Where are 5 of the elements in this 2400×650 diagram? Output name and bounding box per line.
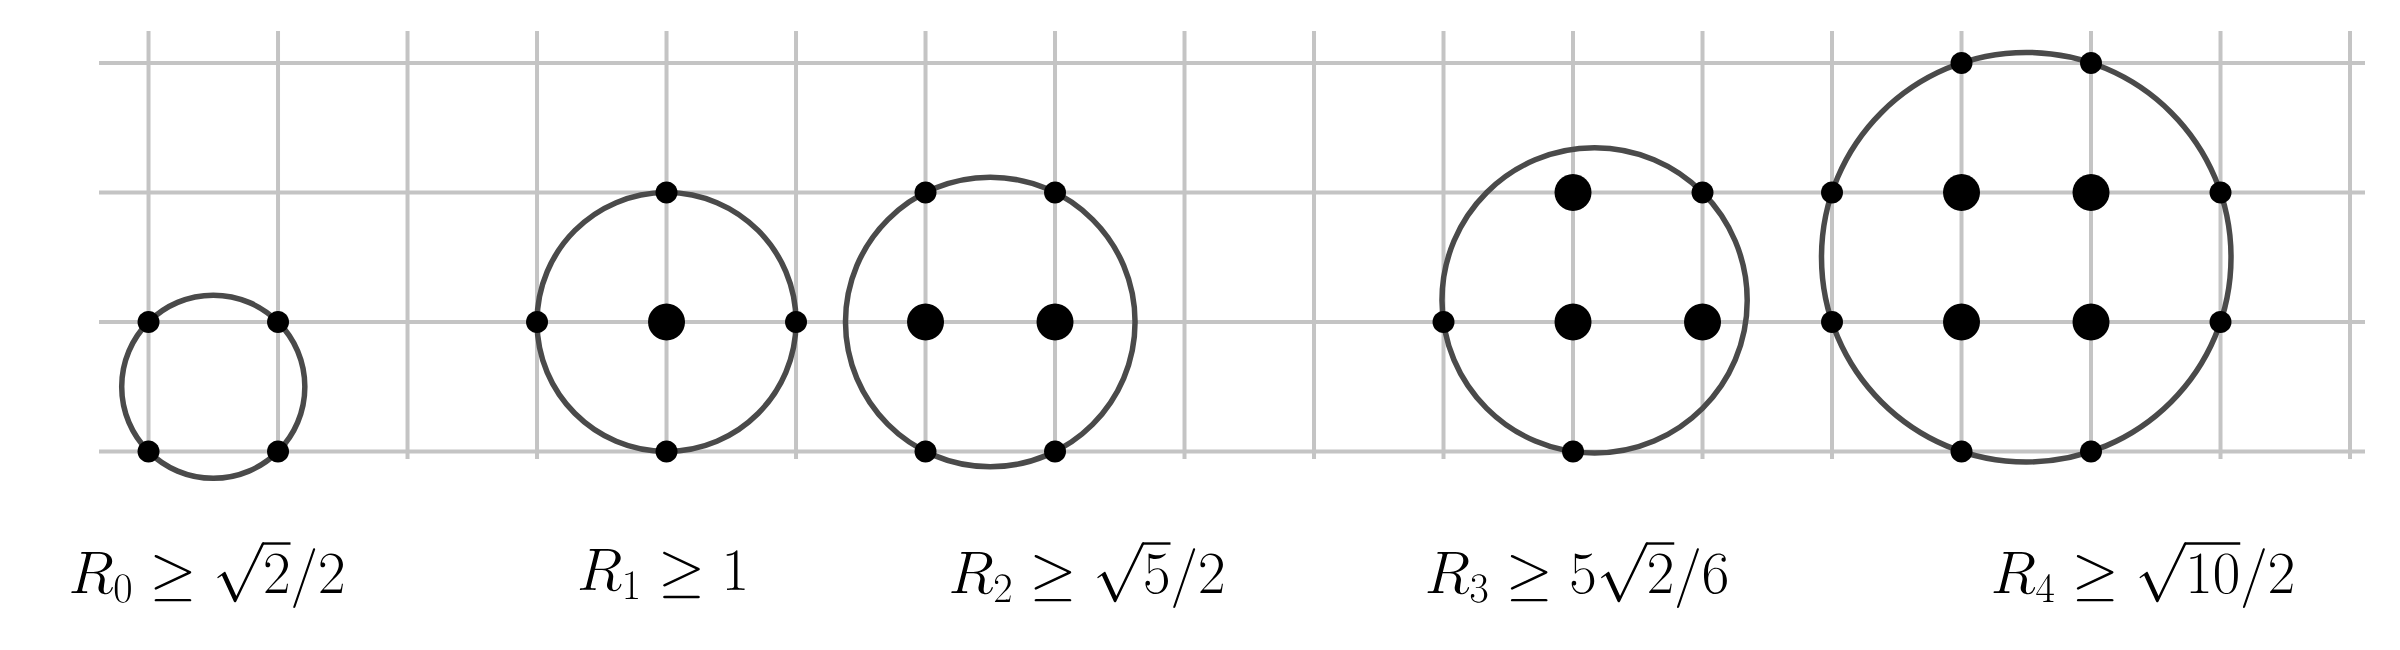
formula-label: $R_1 \geq 1$: [579, 549, 745, 599]
formula-label: $R_2 \geq \sqrt{5}/2$: [951, 542, 1223, 609]
formula-label: $R_3 \geq 5\sqrt{2}/6$: [1427, 542, 1727, 609]
formula-label: $R_4 \geq \sqrt{10}/2$: [1993, 542, 2293, 609]
formula-label: $R_0 \geq \sqrt{2}/2$: [71, 542, 343, 609]
